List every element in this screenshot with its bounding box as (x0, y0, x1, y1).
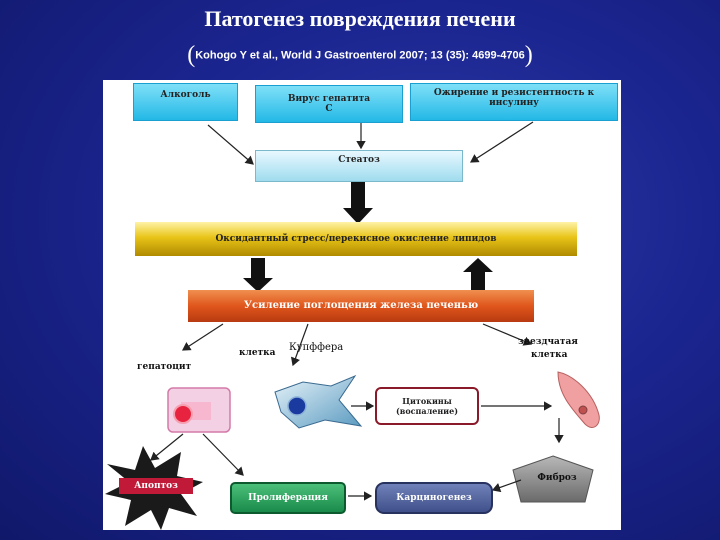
block-arrow-down-2 (243, 258, 273, 292)
proliferation-box: Пролиферация (230, 482, 346, 514)
hepatocyte-label: гепатоцит (137, 362, 192, 372)
arrow-hep-apoptosis (150, 433, 184, 461)
stellate-cell-icon (557, 371, 600, 428)
kupffer-cell-icon (274, 374, 363, 429)
carcinogenesis-box: Карциногенез (375, 482, 493, 514)
cause-obesity-box: Ожирение и резистентность к инсулину (410, 83, 618, 121)
citation-text: Kohogo Y et al., World J Gastroenterol 2… (195, 49, 525, 62)
slide-title: Патогенез повреждения печени (204, 6, 516, 31)
oxidative-stress-bar: Оксидантный стресс/перекисное окисление … (135, 222, 577, 256)
cause-alcohol-box: Алкоголь (133, 83, 238, 121)
cytokines-box: Цитокины (воспаление) (375, 387, 479, 425)
block-arrow-up (463, 258, 493, 292)
block-arrow-down-1 (343, 182, 373, 224)
arrow-to-hepatocyte (181, 323, 224, 351)
arrow-alcohol-steatosis (207, 124, 254, 165)
apoptosis-label: Апоптоз (119, 478, 193, 494)
iron-uptake-bar: Усиление поглощения железа печенью (188, 290, 534, 322)
arrow-to-kupffer (290, 323, 309, 367)
arrow-to-stellate (482, 323, 533, 346)
fibrosis-label: Фиброз (537, 473, 577, 483)
kupffer-label-part1: клетка (239, 348, 276, 358)
cause-virus-box: Вирус гепатита С (255, 85, 403, 123)
kupffer-label-part2: Купффера (289, 342, 344, 353)
diagram-panel: Алкоголь Вирус гепатита С Ожирение и рез… (103, 80, 621, 530)
stellate-label-part1: звездчатая (518, 337, 578, 347)
citation: (Kohogo Y et al., World J Gastroenterol … (187, 42, 533, 68)
arrow-obesity-steatosis (469, 121, 534, 163)
arrow-hep-proliferation (202, 433, 244, 476)
arrow-fibrosis-carcino (491, 479, 522, 493)
steatosis-box: Стеатоз (255, 150, 463, 182)
stellate-label-part2: клетка (531, 350, 568, 360)
fibrosis-pentagon-shape (512, 455, 594, 503)
